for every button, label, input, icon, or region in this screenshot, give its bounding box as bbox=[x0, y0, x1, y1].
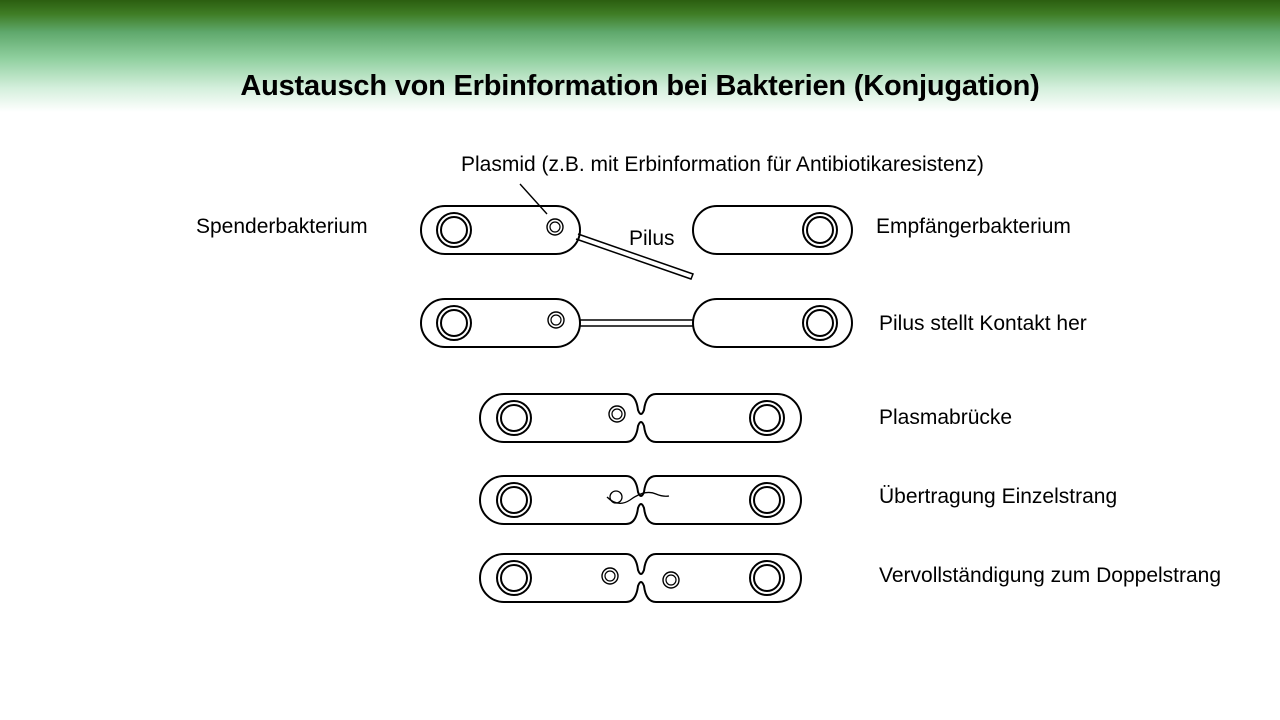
stage-label-contact: Pilus stellt Kontakt her bbox=[879, 312, 1087, 335]
donor-chromosome bbox=[496, 400, 532, 436]
donor-plasmid bbox=[547, 311, 565, 329]
row-contact bbox=[420, 298, 853, 348]
bridged-cells bbox=[479, 553, 802, 603]
donor-chromosome bbox=[436, 305, 472, 341]
donor-plasmid bbox=[546, 218, 564, 236]
header-band bbox=[0, 0, 1280, 112]
page-title: Austausch von Erbinformation bei Bakteri… bbox=[240, 70, 1040, 102]
transfer-strand bbox=[606, 491, 670, 504]
plasmid-label: Plasmid (z.B. mit Erbinformation für Ant… bbox=[461, 153, 984, 176]
donor-label: Spenderbakterium bbox=[196, 215, 368, 238]
recipient-cell bbox=[692, 205, 853, 255]
donor-chromosome bbox=[496, 560, 532, 596]
donor-plasmid bbox=[608, 405, 626, 423]
pilus-label: Pilus bbox=[629, 227, 675, 250]
stage-label-double-strand: Vervollständigung zum Doppelstrang bbox=[879, 564, 1222, 587]
recipient-chromosome bbox=[802, 212, 838, 248]
donor-plasmid bbox=[601, 567, 619, 585]
recipient-label: Empfängerbakterium bbox=[876, 215, 1071, 238]
bridged-cells bbox=[479, 475, 802, 525]
stage-label-single-strand: Übertragung Einzelstrang bbox=[879, 485, 1118, 508]
recipient-plasmid bbox=[662, 571, 680, 589]
recipient-cell bbox=[692, 298, 853, 348]
recipient-chromosome bbox=[749, 400, 785, 436]
plasmid-pointer bbox=[519, 183, 548, 215]
recipient-chromosome bbox=[749, 560, 785, 596]
donor-chromosome bbox=[436, 212, 472, 248]
donor-chromosome bbox=[496, 482, 532, 518]
pilus-strand bbox=[575, 233, 694, 280]
recipient-chromosome bbox=[802, 305, 838, 341]
row-double-strand bbox=[479, 553, 802, 603]
row-bridge bbox=[479, 393, 802, 443]
recipient-chromosome bbox=[749, 482, 785, 518]
row-single-strand bbox=[479, 475, 802, 525]
donor-cell bbox=[420, 298, 581, 348]
bridged-cells bbox=[479, 393, 802, 443]
stage-label-bridge: Plasmabrücke bbox=[879, 406, 1013, 429]
row-initial bbox=[420, 183, 853, 280]
donor-cell bbox=[420, 205, 581, 255]
